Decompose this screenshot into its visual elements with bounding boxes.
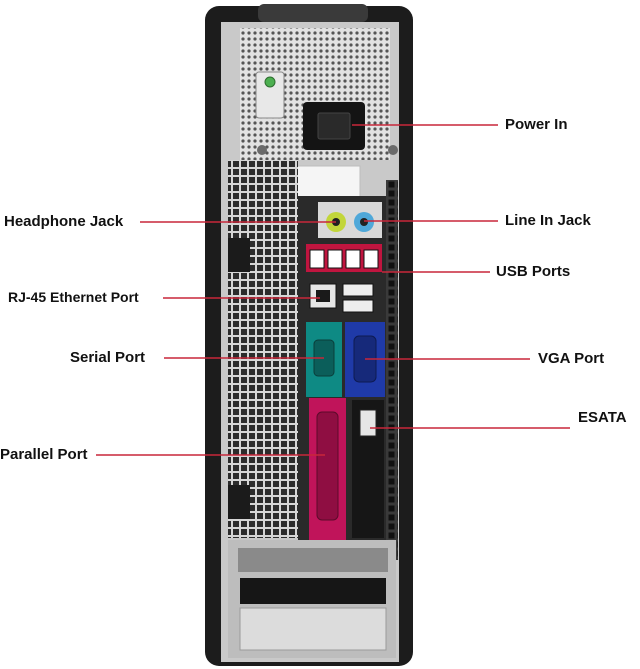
callout-parallel-port: Parallel Port xyxy=(0,446,88,463)
usb-port xyxy=(342,299,374,313)
right-vent-column xyxy=(386,180,398,560)
expansion-slot-bracket xyxy=(238,548,388,572)
top-handle xyxy=(258,4,368,22)
expansion-slot-bracket xyxy=(240,578,386,604)
left-vent-grid xyxy=(228,160,298,538)
callout-serial-port: Serial Port xyxy=(70,349,146,366)
pci-slot-bracket xyxy=(228,485,250,519)
callout-usb-ports: USB Ports xyxy=(496,263,571,280)
usb-port xyxy=(345,249,361,269)
callout-vga-port: VGA Port xyxy=(538,350,605,367)
line-in-jack-hole xyxy=(360,218,368,226)
callout-power-in: Power In xyxy=(505,116,568,133)
screw-icon xyxy=(388,145,398,155)
screw-icon xyxy=(257,145,267,155)
usb-port xyxy=(342,283,374,297)
power-in-pins xyxy=(317,112,351,140)
power-led-icon xyxy=(264,76,276,88)
usb-port xyxy=(327,249,343,269)
rj45-ethernet-slot xyxy=(316,290,330,302)
callout-rj45-ethernet-port: RJ-45 Ethernet Port xyxy=(8,289,139,305)
usb-port xyxy=(363,249,379,269)
expansion-slot-cover xyxy=(239,607,387,651)
callout-esata: ESATA xyxy=(578,409,627,426)
usb-port xyxy=(309,249,325,269)
callout-line-in-jack: Line In Jack xyxy=(505,212,591,229)
pci-slot-bracket xyxy=(228,238,250,272)
psu-switch-plate xyxy=(255,71,285,119)
leader-lines xyxy=(96,124,570,456)
parallel-port-connector xyxy=(316,411,339,521)
callout-headphone-jack: Headphone Jack xyxy=(4,213,124,230)
esata-port xyxy=(359,409,377,437)
